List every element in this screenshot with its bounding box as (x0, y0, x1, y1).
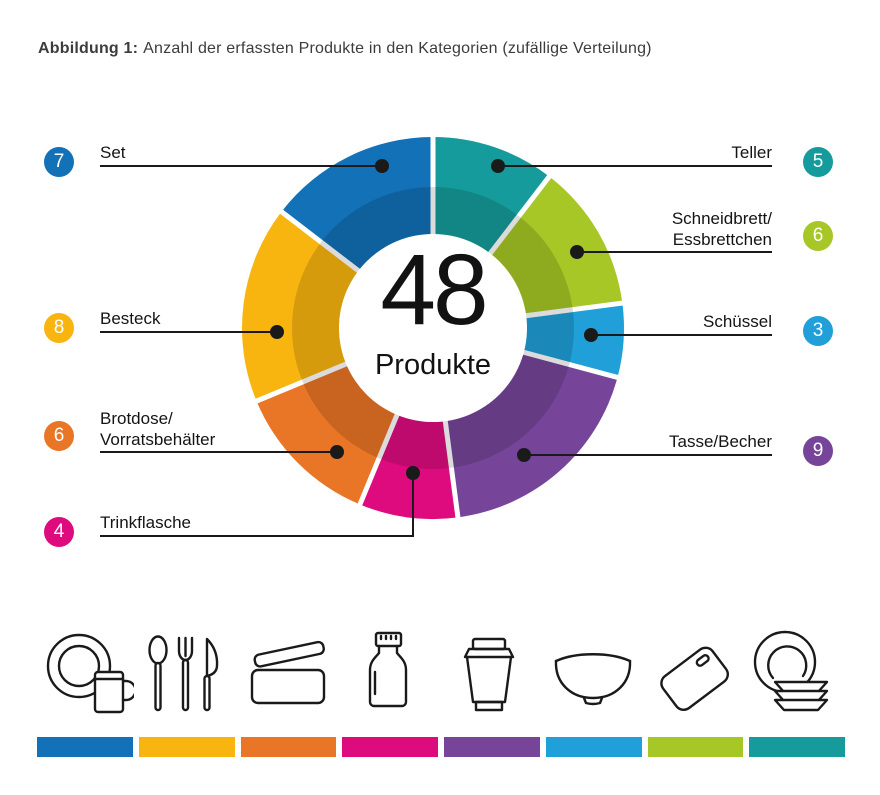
donut-segment-5 (256, 362, 399, 505)
segment-gap (518, 300, 627, 320)
donut-segment-1 (487, 176, 623, 317)
bar-swatch-brotdose (240, 737, 337, 757)
donut-inner-shade-ring (292, 187, 574, 469)
donut-segment-2 (518, 303, 625, 378)
segment-gap (516, 348, 623, 381)
product-icons-row (37, 624, 845, 728)
count-badge-brotdose: 6 (44, 421, 74, 451)
bowl-icon (554, 653, 631, 706)
count-badge-besteck: 8 (44, 313, 74, 343)
lunchbox-icon (250, 640, 325, 705)
legend-color-bar (37, 737, 845, 757)
donut-center-total: 48 (380, 234, 488, 346)
segment-gap (356, 407, 403, 510)
category-label-brotdose: Brotdose/ Vorratsbehälter (100, 409, 216, 449)
bar-swatch-schneidbrett (647, 737, 744, 757)
segment-gap (483, 171, 554, 261)
callout-dot-3 (517, 448, 531, 462)
category-label-schuessel: Schüssel (703, 312, 772, 331)
bar-swatch-set (37, 737, 133, 757)
callout-dot-1 (570, 245, 584, 259)
category-label-set: Set (100, 143, 126, 162)
donut-segment-3 (444, 351, 618, 518)
count-badge-schneidbrett: 6 (803, 221, 833, 251)
figure-caption-prefix: Abbildung 1: (38, 40, 139, 57)
donut-center-label: Produkte (374, 349, 492, 381)
callout-dot-7 (375, 159, 389, 173)
bottle-icon (368, 631, 407, 708)
cutting-board-icon (659, 646, 729, 712)
bar-swatch-trinkflasche (342, 737, 438, 757)
plate-stack-icon (753, 630, 828, 712)
segment-gap (251, 358, 354, 405)
count-badge-tasse-becher: 9 (803, 436, 833, 466)
count-badge-schuessel: 3 (803, 316, 833, 346)
figure-caption: Abbildung 1:Anzahl der erfassten Produkt… (38, 40, 652, 58)
count-badge-set: 7 (44, 147, 74, 177)
bar-swatch-teller (749, 737, 845, 757)
category-label-tasse-becher: Tasse/Becher (669, 432, 772, 451)
category-label-schneidbrett: Schneidbrett/ Essbrettchen (671, 209, 772, 249)
bar-swatch-tasse (444, 737, 540, 757)
callout-line-4 (100, 473, 414, 537)
segment-gap (276, 207, 366, 278)
category-label-teller: Teller (731, 143, 772, 162)
to-go-cup-icon (463, 637, 514, 712)
figure-caption-text: Anzahl der erfassten Produkte in den Kat… (143, 40, 652, 57)
count-badge-trinkflasche: 4 (44, 517, 74, 547)
callout-dot-4 (406, 466, 420, 480)
plate-and-mug-icon (46, 633, 134, 714)
donut-segment-0 (433, 137, 550, 258)
count-badge-teller: 5 (803, 147, 833, 177)
callout-dot-5 (330, 445, 344, 459)
segment-gap (441, 413, 461, 522)
donut-center-circle (339, 234, 527, 422)
bar-swatch-besteck (138, 737, 235, 757)
category-label-trinkflasche: Trinkflasche (100, 513, 192, 532)
callout-dot-0 (491, 159, 505, 173)
callout-dot-6 (270, 325, 284, 339)
callout-dot-2 (584, 328, 598, 342)
cutlery-icon (147, 635, 218, 712)
category-label-besteck: Besteck (100, 309, 161, 328)
donut-segment-6 (242, 211, 363, 402)
donut-segment-4 (359, 410, 458, 520)
bar-swatch-schuessel (545, 737, 642, 757)
